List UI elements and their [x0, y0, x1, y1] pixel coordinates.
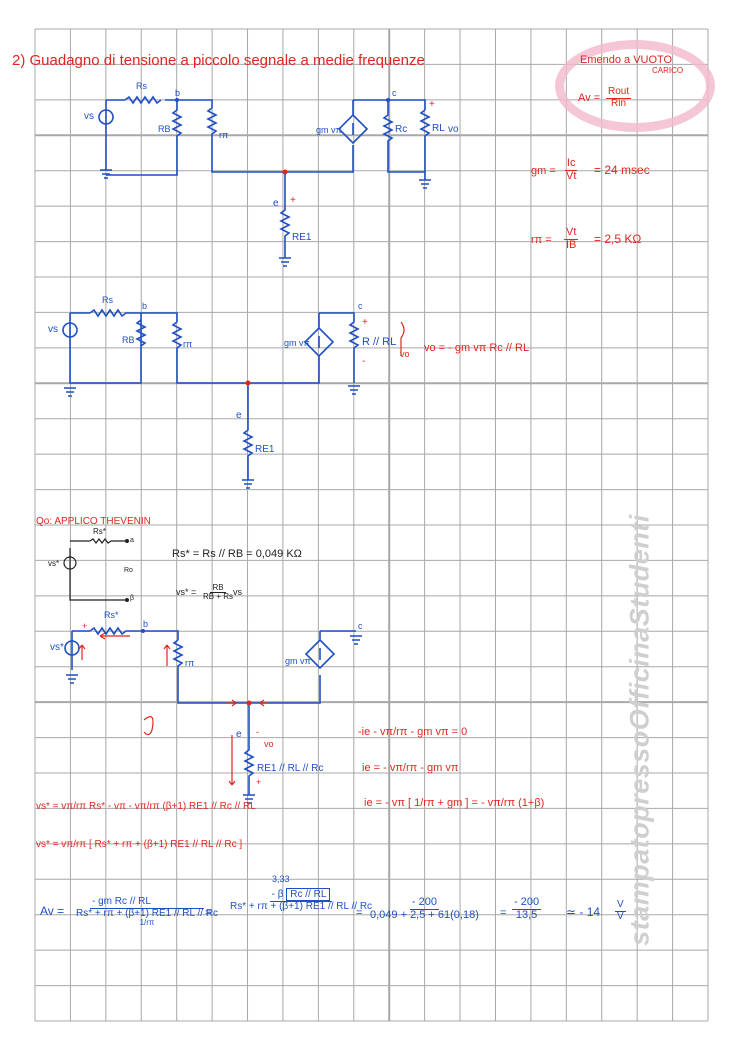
c1-node-b: b — [175, 88, 181, 98]
gain-fraction-4: - 200 13,5 — [512, 896, 542, 921]
c1-wire-top — [165, 99, 213, 108]
c1-vs-label: vs — [84, 111, 94, 122]
c2-node-b: b — [142, 301, 148, 311]
c1-gm-source — [337, 100, 369, 145]
rpi-fraction: Vt IB — [564, 226, 579, 251]
gain-fraction-3: - 200 0,049 + 2,5 + 61(0,18) — [370, 896, 479, 921]
gain-eq-2: = — [356, 907, 363, 919]
c3-minus: - — [256, 727, 259, 737]
c2-minus: - — [362, 356, 366, 367]
c1-plus: + — [429, 99, 435, 110]
thev-rs-equation: Rs* = Rs // RB = 0,049 KΩ — [172, 548, 302, 560]
c1-vo-label: vo — [448, 124, 459, 135]
thev-rs-label: Rs* — [93, 527, 106, 536]
c1-wire-bottom — [285, 145, 354, 173]
gain-boxed-term: Rc // RL — [286, 888, 331, 901]
c3-node-e: e — [236, 729, 242, 740]
highlight-line1b: CARICO — [652, 66, 684, 75]
c3-re-label: RE1 // RL // Rc — [257, 763, 324, 774]
c1-rs-resistor — [124, 95, 162, 105]
c2-gm-label: gm vπ — [284, 338, 310, 348]
c2-rs-label: Rs — [102, 295, 113, 305]
gain-fraction-1: - gm Rc // RL Rs* + rπ + (β+1) RE1 // RL… — [76, 896, 219, 927]
c3-rs-label: Rs* — [104, 610, 119, 620]
thev-vs-eq-rhs: vs — [233, 587, 242, 597]
rpi-lhs: rπ = — [531, 234, 552, 246]
c3-vs-label: vs* — [50, 642, 64, 653]
rpi-result: = 2,5 KΩ — [594, 232, 642, 246]
c3-rpi-label: rπ — [185, 658, 195, 668]
c1-vs-source — [98, 109, 114, 125]
kcl-line-2: ie = - vπ/rπ - gm vπ — [362, 762, 459, 774]
highlight-formula-lhs: Av = — [578, 92, 601, 104]
c2-vo-label: vo — [400, 349, 410, 359]
thev-vs-eq-lhs: vs* = — [176, 587, 197, 597]
c1-gm-label: gm vπ — [316, 125, 342, 135]
thevenin-title: Qo: APPLICO THEVENIN — [36, 516, 151, 527]
c1-wire-c — [353, 99, 426, 110]
c2-vs-label: vs — [48, 324, 58, 335]
gain-unit: V V — [615, 899, 626, 922]
thev-vs-fraction: RB RB + Rs — [203, 583, 234, 602]
kcl-line-1: -ie - vπ/rπ - gm vπ = 0 — [358, 726, 468, 738]
c1-grounds — [100, 169, 431, 267]
c2-vo-equation: vo = - gm vπ Rc // RL — [424, 342, 530, 354]
gain-fraction-2: - β Rc // RL Rs* + rπ + (β+1) RE1 // RL … — [230, 888, 373, 912]
c1-rc-label: Rc — [395, 124, 408, 135]
c2-plus: + — [362, 317, 368, 328]
watermark: stampatopressoOfficinaStudenti — [624, 514, 655, 946]
gm-fraction: Ic Vt — [564, 157, 578, 182]
c1-rb-resistor — [106, 100, 183, 176]
c2-rb-label: RB — [122, 335, 135, 345]
c1-node-e: e — [273, 198, 279, 209]
page-title: 2) Guadagno di tensione a piccolo segnal… — [12, 52, 425, 69]
c1-rpi-resistor — [206, 107, 285, 173]
c2-node-e: e — [236, 410, 242, 421]
c3-e-plus: + — [256, 777, 262, 787]
thev-node-a: a — [130, 537, 134, 544]
gain-eq-1: = — [205, 907, 212, 919]
c3-node-c: c — [358, 621, 363, 631]
c1-re1-label: RE1 — [292, 232, 312, 243]
c1-wire-left — [105, 99, 125, 170]
c1-node-c: c — [392, 88, 397, 98]
c3-plus: + — [82, 621, 88, 631]
kvl-line-1: vs* = vπ/rπ Rs* - vπ - vπ/rπ (β+1) RE1 /… — [36, 801, 256, 812]
c2-node-c: c — [358, 301, 363, 311]
c1-rc-resistor — [382, 100, 426, 180]
c1-rs-label: Rs — [136, 81, 147, 91]
c1-e-plus: + — [290, 195, 296, 206]
c3-vo-label: vo — [264, 739, 274, 749]
gain-lhs: Av = — [40, 904, 65, 918]
thev-ro-label: Ro — [124, 567, 133, 574]
c3-gm-label: gm vπ — [285, 656, 311, 666]
c1-rb-label: RB — [158, 124, 171, 134]
gain-approx: ≃ - 14 — [566, 905, 601, 919]
c1-rpi-label: rπ — [219, 130, 229, 140]
c2-re1-label: RE1 — [255, 444, 275, 455]
highlight-line1: Emendo a VUOTO — [580, 54, 673, 66]
gm-lhs: gm = — [531, 165, 556, 177]
highlight-formula-fraction: Rout Rin — [606, 86, 632, 109]
thev-node-b: β — [130, 595, 135, 602]
gain-eq-3: = — [500, 907, 507, 919]
c2-rcrl-label: R // RL — [362, 336, 397, 348]
kvl-line-2: vs* = vπ/rπ [ Rs* + rπ + (β+1) RE1 // RL… — [36, 839, 243, 850]
c1-rl-label: RL — [432, 123, 445, 134]
c2-rpi-label: rπ — [183, 339, 193, 349]
highlight-circle — [555, 40, 715, 132]
c1-rl-resistor — [419, 109, 431, 172]
gain-box-value: 3,33 — [272, 874, 290, 884]
thev-vs-label: vs* — [48, 559, 60, 568]
kcl-line-3: ie = - vπ [ 1/rπ + gm ] = - vπ/rπ (1+β) — [364, 797, 545, 809]
c3-node-b: b — [143, 619, 149, 629]
c1-re1-resistor — [279, 172, 291, 258]
gm-result: = 24 msec — [594, 163, 650, 177]
